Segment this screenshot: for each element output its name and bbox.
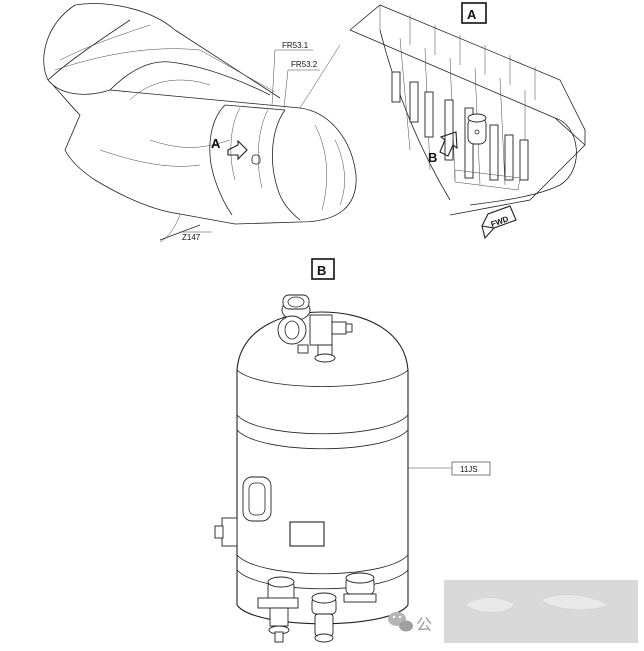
view-a-box-label: A [467,7,477,22]
pressure-gauge [242,476,272,522]
watermark-text: 公 [416,617,432,634]
view-a-box [461,2,487,24]
view-b-box [311,258,335,280]
bottom-fittings [257,572,377,643]
part-ref-label: 11JS [460,465,478,474]
watermark [388,580,638,643]
callout-b-label: B [428,150,437,165]
fuselage-overview [43,3,357,243]
zone-label: Z147 [182,233,201,242]
part-ref-box [451,461,491,476]
callout-arrow-a [227,139,248,161]
detail-a-view [349,2,586,240]
frame-1-label: FR53.1 [282,41,309,50]
oxygen-bottle [214,294,452,643]
fwd-arrow [481,205,517,229]
watermark-gray-block [444,580,638,643]
frame-2-label: FR53.2 [291,60,318,69]
view-b-box-label: B [317,263,326,278]
fwd-label: FWD [490,214,510,229]
side-valve [221,517,238,547]
label-plate [289,521,325,547]
callout-a-label: A [211,136,221,151]
top-valve-assembly [277,294,353,363]
wechat-icon [388,612,413,632]
callout-arrow-b [439,131,458,157]
